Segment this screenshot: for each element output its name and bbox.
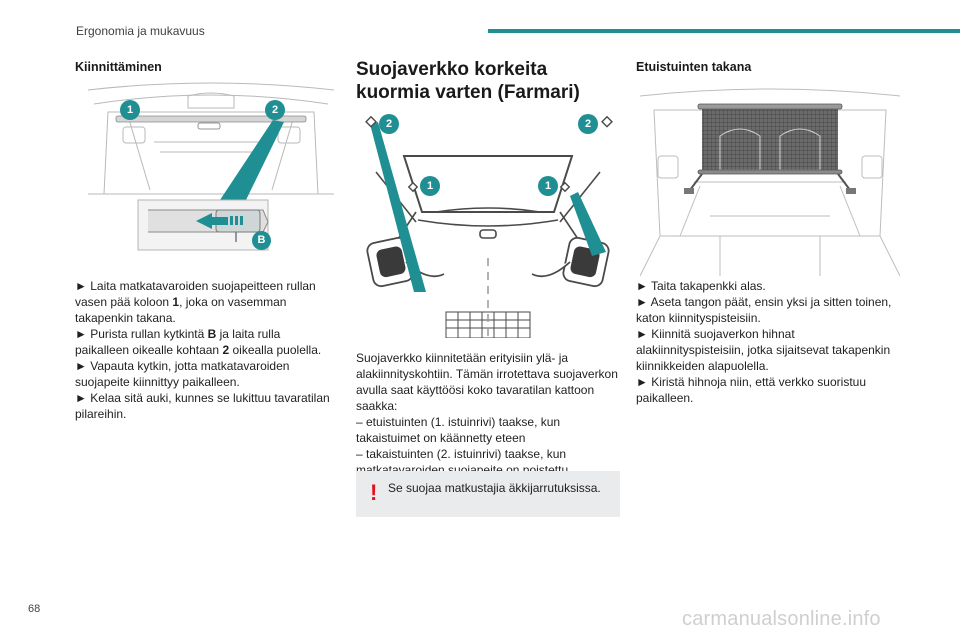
heading-suojaverkko: Suojaverkko korkeita kuormia varten (Far…	[356, 58, 620, 104]
callout-2: 2	[265, 100, 285, 120]
step-1: ► Laita matkatavaroiden suojapeitteen ru…	[75, 279, 316, 325]
heading-etuistuinten-takana: Etuistuinten takana	[636, 60, 752, 74]
figure-cargo-cover-install: 1 2 B	[88, 82, 334, 262]
col2-body: Suojaverkko kiinnitetään erityisiin ylä-…	[356, 350, 620, 478]
step-2: ► Aseta tangon päät, ensin yksi ja sitte…	[636, 295, 892, 325]
step-3: ► Vapauta kytkin, jotta matkatavaroiden …	[75, 359, 290, 389]
watermark: carmanualsonline.info	[682, 608, 881, 630]
heading-kiinnittaminen: Kiinnittäminen	[75, 60, 162, 74]
step-4: ► Kelaa sitä auki, kunnes se lukittuu ta…	[75, 391, 330, 421]
callout-1: 1	[120, 100, 140, 120]
callout-1-left: 1	[420, 176, 440, 196]
section-title: Ergonomia ja mukavuus	[76, 24, 205, 38]
step-4: ► Kiristä hihnoja niin, että verkko suor…	[636, 375, 866, 405]
step-2: ► Purista rullan kytkintä B ja laita rul…	[75, 327, 322, 357]
callout-2-left: 2	[379, 114, 399, 134]
step-3: ► Kiinnitä suojaverkon hihnat alakiinnit…	[636, 327, 891, 373]
intro-text: Suojaverkko kiinnitetään erityisiin ylä-…	[356, 351, 618, 413]
warning-text: Se suojaa matkustajia äkkijarrutuksissa.	[388, 481, 601, 495]
page-number: 68	[28, 603, 41, 615]
figure-net-behind-front-seats	[640, 86, 900, 276]
heading-line-1: Suojaverkko korkeita	[356, 59, 548, 80]
header-accent-bar	[488, 29, 960, 33]
callout-2-right: 2	[578, 114, 598, 134]
list-item: – etuistuinten (1. istuinrivi) taakse, k…	[356, 415, 561, 445]
col1-steps: ► Laita matkatavaroiden suojapeitteen ru…	[75, 278, 337, 422]
callout-1-right: 1	[538, 176, 558, 196]
heading-line-2: kuormia varten (Farmari)	[356, 82, 580, 103]
warning-icon: !	[370, 480, 378, 505]
warning-note: ! Se suojaa matkustajia äkkijarrutuksiss…	[356, 471, 620, 517]
callout-b: B	[252, 231, 271, 250]
figure-safety-net-anchors: 2 2 1 1	[356, 112, 620, 338]
step-1: ► Taita takapenkki alas.	[636, 279, 766, 293]
col3-steps: ► Taita takapenkki alas. ► Aseta tangon …	[636, 278, 906, 406]
